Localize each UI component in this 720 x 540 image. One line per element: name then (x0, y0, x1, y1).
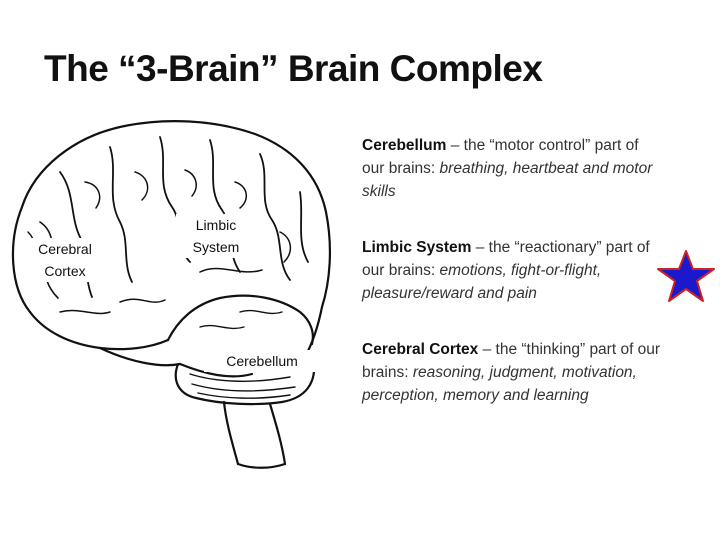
description-cerebellum: Cerebellum – the “motor control” part of… (362, 134, 662, 203)
label-cerebral-cortex: Cerebral Cortex (24, 238, 106, 282)
label-cerebral-cortex-line2: Cortex (44, 263, 86, 279)
label-limbic-system-line2: System (192, 239, 240, 255)
label-cerebral-cortex-line1: Cerebral (38, 241, 92, 257)
brain-diagram: Cerebral Cortex Limbic System Cerebellum (0, 112, 340, 482)
description-term: Limbic System (362, 239, 472, 256)
description-text: – the “thinking” part of our brains: (362, 341, 661, 381)
description-examples: breathing, heartbeat and motor skills (362, 160, 653, 200)
description-examples: emotions, fight-or-flight, pleasure/rewa… (362, 262, 602, 302)
brain-outline (11, 120, 332, 359)
label-limbic-system-line1: Limbic (195, 217, 237, 233)
description-term: Cerebral Cortex (362, 341, 479, 358)
brain-illustration (11, 120, 332, 469)
star-shape (657, 250, 715, 302)
slide-title: The “3-Brain” Brain Complex (44, 48, 543, 89)
description-cerebral-cortex: Cerebral Cortex – the “thinking” part of… (362, 338, 662, 407)
description-text: – the “motor control” part of our brains… (362, 137, 639, 177)
description-examples: reasoning, judgment, motivation, percept… (362, 364, 637, 404)
brainstem-shape (222, 400, 240, 466)
label-limbic-system: Limbic System (176, 214, 256, 258)
description-text: – the “reactionary” part of our brains: (362, 239, 650, 279)
description-term: Cerebellum (362, 137, 447, 154)
star-icon (657, 250, 715, 302)
description-limbic-system: Limbic System – the “reactionary” part o… (362, 236, 662, 305)
label-cerebellum: Cerebellum (204, 350, 320, 372)
